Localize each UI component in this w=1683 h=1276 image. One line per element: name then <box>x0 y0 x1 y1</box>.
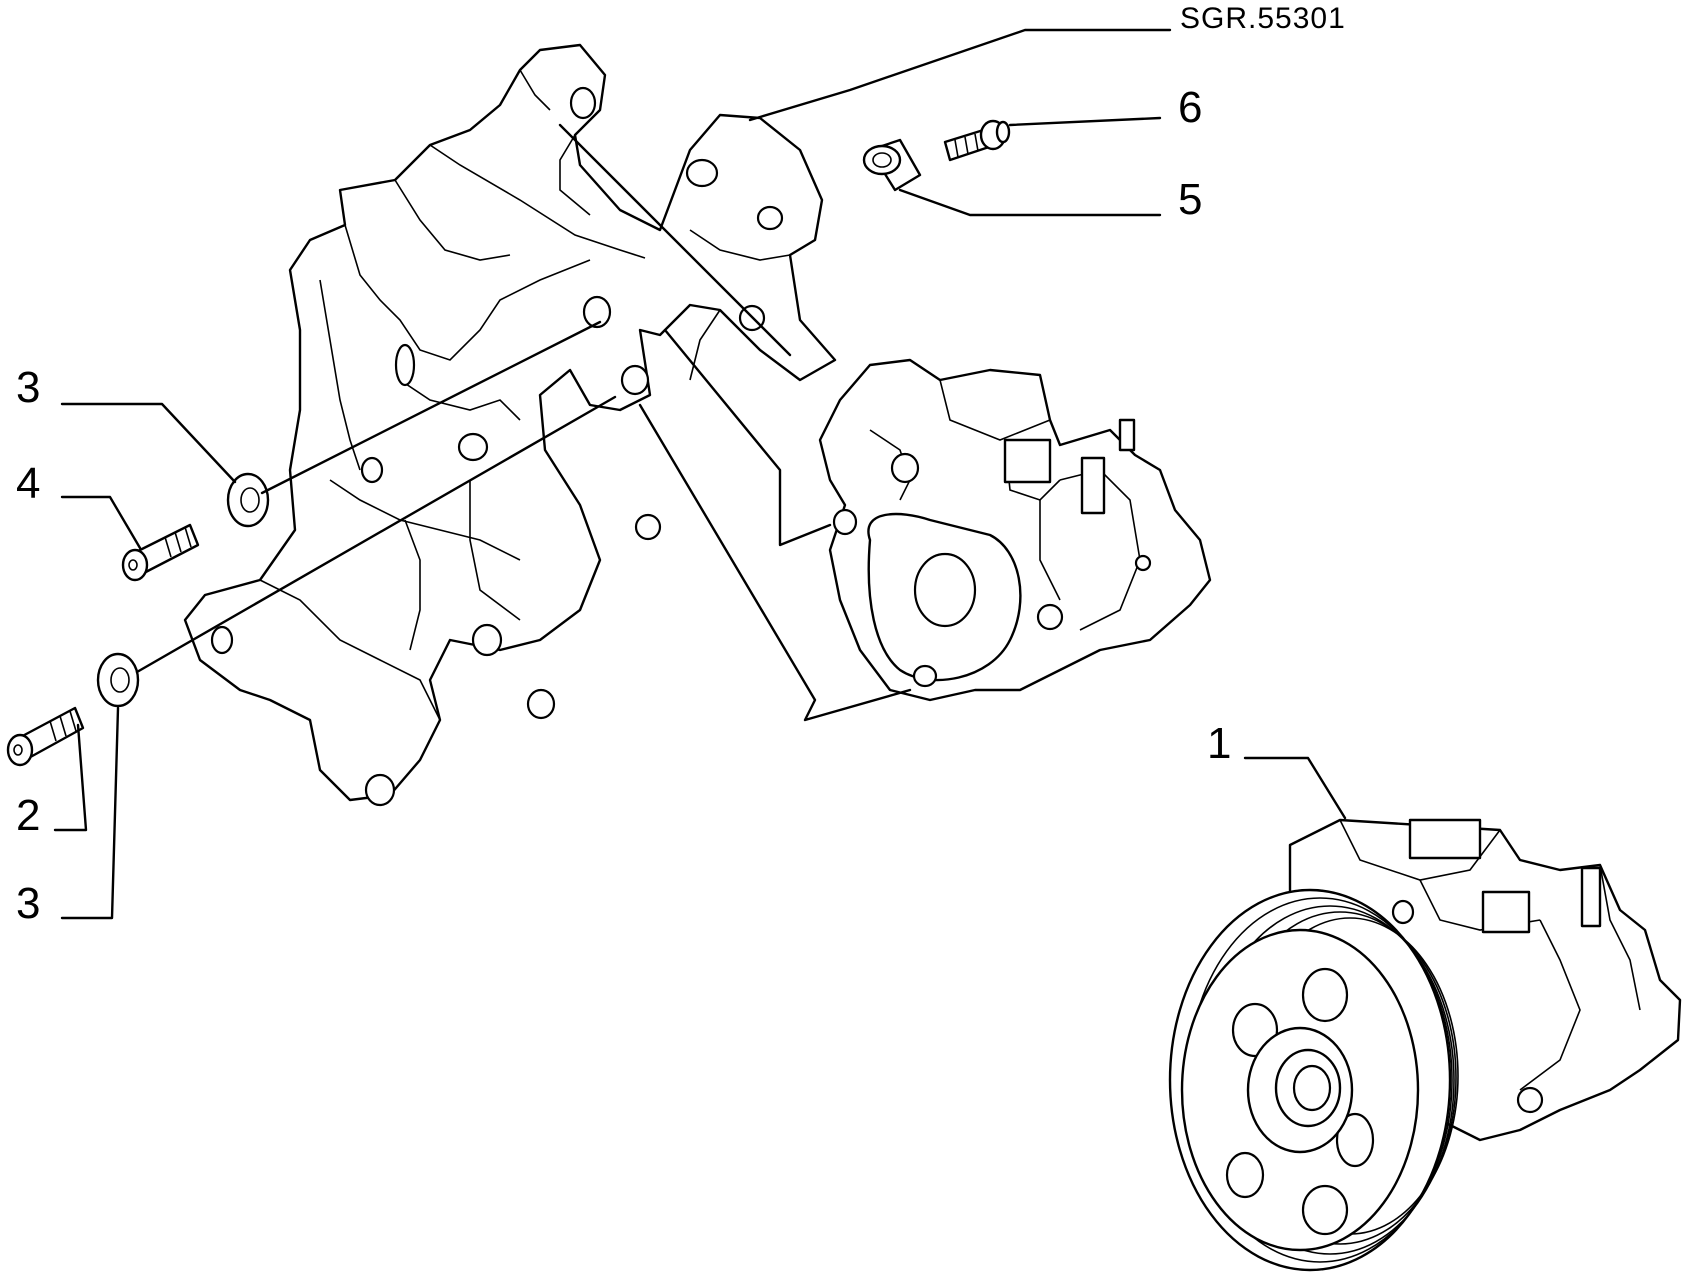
callout-3-washer-lower: 3 <box>16 879 41 928</box>
mounting-bracket <box>183 43 837 807</box>
callout-4-screw-upper: 4 <box>16 459 41 508</box>
bushing-part <box>862 138 922 192</box>
pump-mounted-view <box>818 358 1212 702</box>
callout-3-washer-upper: 3 <box>16 363 41 412</box>
callout-2-screw-lower: 2 <box>16 791 41 840</box>
screw-lower-part <box>6 706 85 767</box>
power-steering-pump <box>1168 818 1682 1272</box>
leader-lines <box>53 28 1347 920</box>
washer-lower-part <box>96 652 140 708</box>
callout-1-pump: 1 <box>1207 719 1232 768</box>
callout-6-bolt: 6 <box>1178 83 1203 132</box>
drawing-code-label: SGR.55301 <box>1180 2 1346 35</box>
callout-5-bushing: 5 <box>1178 175 1203 224</box>
washer-upper-part <box>226 472 270 528</box>
screw-upper-part <box>121 523 200 582</box>
bolt-part <box>943 119 1011 162</box>
